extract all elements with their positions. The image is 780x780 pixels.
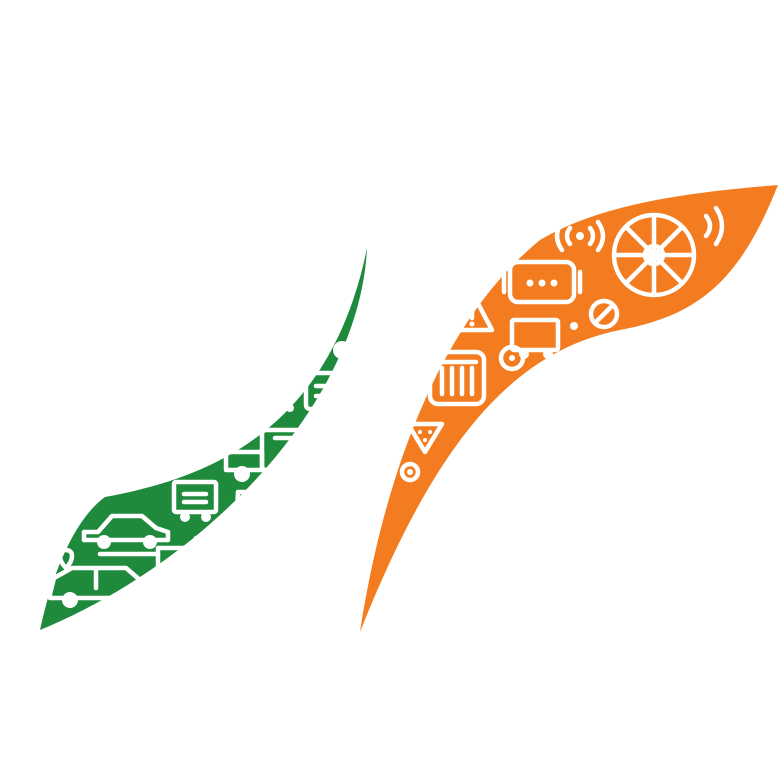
signal-waves-icon: [554, 219, 606, 253]
forklift-icon: [233, 489, 281, 544]
pickup-truck-icon: [155, 535, 231, 579]
turbine-wheel-icon: [611, 212, 697, 298]
sparkle-icon: [287, 495, 309, 517]
orange-leaf-panel: [360, 185, 778, 632]
cargo-trailer-icon: [171, 479, 219, 522]
gear-icon: [399, 461, 421, 483]
generator-icon: [303, 341, 353, 412]
wifi-signal-icon: [703, 205, 725, 247]
dot-icon: [286, 404, 294, 412]
radiator-icon: [427, 349, 487, 407]
location-pin-icon: [57, 547, 75, 571]
engine-block-icon: [501, 259, 583, 305]
yield-sign-icon: [405, 421, 445, 455]
dot-icon: [570, 322, 578, 330]
arrow-icon: [163, 581, 185, 599]
suv-car-icon: [47, 565, 149, 608]
sedan-car-icon: [81, 513, 171, 549]
wrench-gear-icon: [588, 298, 620, 330]
flatbed-truck-icon: [223, 427, 317, 482]
wifi-signal-icon: [319, 425, 349, 442]
warning-triangle-icon: [449, 289, 495, 333]
tire-icon: [498, 344, 526, 372]
green-leaf-panel: [40, 248, 367, 630]
